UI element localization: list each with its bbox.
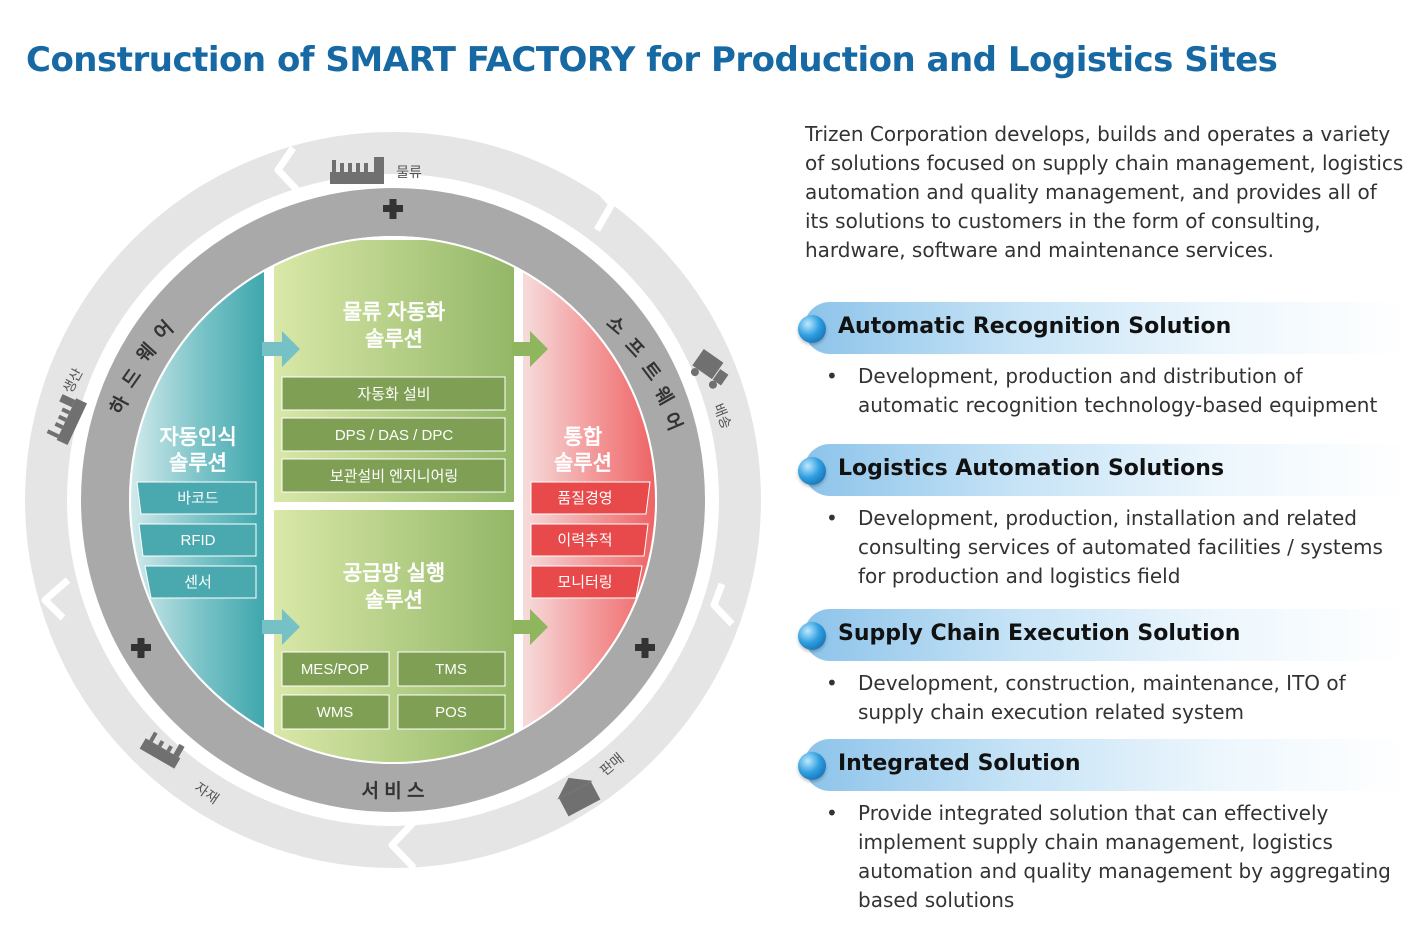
top-item: 보관설비 엔지니어링: [330, 468, 458, 485]
page-title: Construction of SMART FACTORY for Produc…: [26, 40, 1278, 80]
solution-description-text: Development, production and distribution…: [858, 364, 1378, 417]
solution-header: Logistics Automation Solutions: [798, 444, 1408, 496]
plus-icon: [383, 199, 403, 219]
left-item: RFID: [181, 532, 216, 549]
right-item: 모니터링: [557, 574, 612, 591]
solution-description-text: Provide integrated solution that can eff…: [858, 801, 1391, 912]
top-panel-title: 솔루션: [365, 328, 423, 351]
right-panel-title: 솔루션: [554, 452, 612, 475]
bottom-item: POS: [435, 704, 467, 721]
left-item: 바코드: [177, 490, 219, 507]
right-item: 품질경영: [557, 490, 612, 507]
solution-description: • Provide integrated solution that can e…: [826, 799, 1398, 915]
warehouse-icon: [139, 731, 185, 769]
right-item: 이력추적: [557, 532, 612, 549]
solution-title: Automatic Recognition Solution: [838, 314, 1232, 339]
bullet-sphere-icon: [798, 752, 826, 780]
solution-automatic-recognition: Automatic Recognition Solution • Develop…: [798, 302, 1408, 420]
truck-icon: [690, 348, 729, 389]
factory-icon: [46, 394, 88, 446]
top-panel-title: 물류 자동화: [343, 301, 446, 324]
plus-icon: [131, 638, 151, 658]
left-panel-title: 자동인식: [159, 426, 236, 449]
solution-header: Integrated Solution: [798, 739, 1408, 791]
bullet-icon: •: [826, 671, 838, 695]
bottom-panel: [274, 510, 514, 762]
service-label: 서 비 스: [362, 780, 425, 802]
top-item: 자동화 설비: [357, 386, 430, 403]
bottom-panel-title: 솔루션: [365, 589, 423, 612]
bullet-icon: •: [826, 364, 838, 388]
factory-icon: [330, 157, 384, 184]
outer-label-logistics: 물류: [396, 164, 422, 180]
solution-title: Logistics Automation Solutions: [838, 456, 1225, 481]
bottom-panel-title: 공급망 실행: [343, 562, 445, 585]
solution-integrated: Integrated Solution • Provide integrated…: [798, 739, 1408, 915]
solution-description: • Development, production, installation …: [826, 504, 1398, 591]
solution-description-text: Development, production, installation an…: [858, 506, 1383, 588]
bottom-item: MES/POP: [301, 661, 369, 678]
arrow-icon: [262, 331, 300, 645]
solution-description: • Development, production and distributi…: [826, 362, 1398, 420]
intro-text: Trizen Corporation develops, builds and …: [805, 122, 1404, 262]
right-panel-title: 통합: [564, 426, 603, 449]
arrow-icon: [512, 331, 548, 645]
solution-logistics-automation: Logistics Automation Solutions • Develop…: [798, 444, 1408, 591]
solution-title: Supply Chain Execution Solution: [838, 621, 1241, 646]
bullet-sphere-icon: [798, 457, 826, 485]
left-panel-title: 솔루션: [169, 452, 227, 475]
bullet-icon: •: [826, 506, 838, 530]
top-panel: [274, 240, 514, 502]
plus-icon: [635, 638, 655, 658]
solution-header: Automatic Recognition Solution: [798, 302, 1408, 354]
solution-description-text: Development, construction, maintenance, …: [858, 671, 1346, 724]
smart-factory-diagram: 자동인식 솔루션 물류 자동화 솔루션 공급망 실행 솔루션 통합 솔루션 바코…: [25, 132, 761, 868]
bottom-item: WMS: [317, 704, 354, 721]
bullet-sphere-icon: [798, 315, 826, 343]
solution-supply-chain-execution: Supply Chain Execution Solution • Develo…: [798, 609, 1408, 727]
top-item: DPS / DAS / DPC: [335, 427, 454, 444]
left-item: 센서: [184, 574, 212, 591]
solution-header: Supply Chain Execution Solution: [798, 609, 1408, 661]
bottom-item: TMS: [435, 661, 467, 678]
bullet-sphere-icon: [798, 622, 826, 650]
store-icon: [557, 777, 601, 817]
bullet-icon: •: [826, 801, 838, 825]
solution-description: • Development, construction, maintenance…: [826, 669, 1398, 727]
solution-title: Integrated Solution: [838, 751, 1081, 776]
